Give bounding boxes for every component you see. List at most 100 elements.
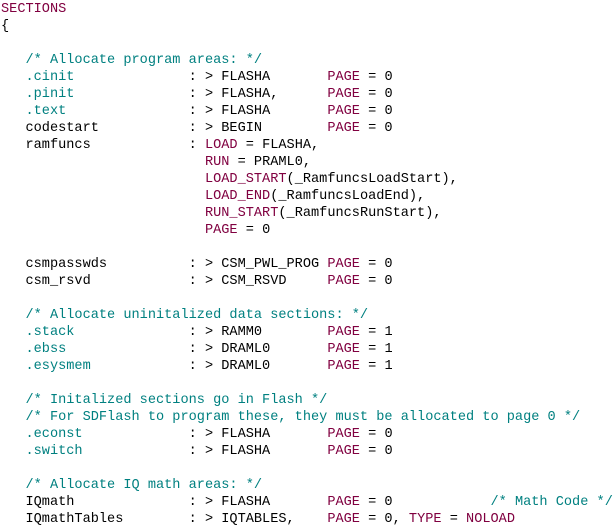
code-token: PAGE: [327, 257, 360, 272]
code-line: SECTIONS: [1, 1, 613, 18]
code-token: = 0: [359, 495, 491, 510]
code-token: .ebss: [25, 342, 67, 357]
code-line: [1, 375, 613, 392]
code-token: : > DRAML0: [66, 342, 328, 357]
code-line: csm_rsvd : > CSM_RSVD PAGE = 0: [1, 273, 613, 290]
code-line: IQmathTables : > IQTABLES, PAGE = 0, TYP…: [1, 511, 613, 528]
code-token: IQmathTables : > IQTABLES,: [1, 512, 328, 527]
code-token: .text: [25, 104, 67, 119]
code-token: .pinit: [25, 87, 75, 102]
code-token: PAGE: [327, 444, 360, 459]
code-line: .text : > FLASHA PAGE = 0: [1, 103, 613, 120]
code-token: /* Allocate uninitalized data sections: …: [1, 308, 369, 323]
code-line: RUN = PRAML0,: [1, 154, 613, 171]
code-line: /* Allocate program areas: */: [1, 52, 613, 69]
code-token: PAGE: [327, 87, 360, 102]
code-line: PAGE = 0: [1, 222, 613, 239]
code-token: : > FLASHA,: [74, 87, 328, 102]
code-token: LOAD_END: [204, 189, 271, 204]
code-token: ramfuncs :: [1, 138, 205, 153]
code-line: .pinit : > FLASHA, PAGE = 0: [1, 86, 613, 103]
code-token: PAGE: [327, 70, 360, 85]
code-token: = 0: [359, 87, 393, 102]
code-line: [1, 239, 613, 256]
code-token: (_RamfuncsLoadStart),: [286, 172, 458, 187]
code-line: .switch : > FLASHA PAGE = 0: [1, 443, 613, 460]
code-token: [1, 342, 25, 357]
code-token: : > FLASHA: [74, 70, 328, 85]
code-line: .ebss : > DRAML0 PAGE = 1: [1, 341, 613, 358]
code-token: PAGE: [327, 359, 360, 374]
code-line: /* Allocate uninitalized data sections: …: [1, 307, 613, 324]
code-line: /* For SDFlash to program these, they mu…: [1, 409, 613, 426]
code-token: = 1: [359, 325, 393, 340]
code-token: IQmath : > FLASHA: [1, 495, 328, 510]
code-token: = 0: [359, 257, 393, 272]
code-token: codestart : > BEGIN: [1, 121, 328, 136]
code-line: .stack : > RAMM0 PAGE = 1: [1, 324, 613, 341]
code-token: = 0: [359, 121, 393, 136]
code-token: [1, 189, 205, 204]
code-token: : > FLASHA: [82, 444, 328, 459]
code-token: = 0: [359, 274, 393, 289]
code-token: : > FLASHA: [82, 427, 328, 442]
code-token: LOAD_START: [204, 172, 287, 187]
code-token: RUN: [204, 155, 230, 170]
code-token: = 0: [359, 444, 393, 459]
code-token: : > RAMM0: [74, 325, 328, 340]
code-token: [1, 155, 205, 170]
code-token: TYPE: [408, 512, 442, 527]
code-line: LOAD_START(_RamfuncsLoadStart),: [1, 171, 613, 188]
code-token: SECTIONS: [1, 2, 67, 17]
code-token: [1, 359, 25, 374]
code-token: = 0,: [359, 512, 409, 527]
code-line: RUN_START(_RamfuncsRunStart),: [1, 205, 613, 222]
code-line: ramfuncs : LOAD = FLASHA,: [1, 137, 613, 154]
code-token: RUN_START: [204, 206, 279, 221]
code-token: csm_rsvd : > CSM_RSVD: [1, 274, 328, 289]
code-token: (_RamfuncsRunStart),: [278, 206, 442, 221]
code-line: /* Allocate IQ math areas: */: [1, 477, 613, 494]
code-line: [1, 35, 613, 52]
code-line: [1, 460, 613, 477]
code-token: [1, 325, 25, 340]
code-token: PAGE: [327, 427, 360, 442]
code-token: = 0: [237, 223, 271, 238]
code-line: {: [1, 18, 613, 35]
code-line: IQmath : > FLASHA PAGE = 0 /* Math Code …: [1, 494, 612, 511]
code-token: PAGE: [327, 274, 360, 289]
code-token: : > DRAML0: [90, 359, 328, 374]
code-token: .econst: [25, 427, 83, 442]
code-token: (_RamfuncsLoadEnd),: [270, 189, 426, 204]
code-token: PAGE: [327, 104, 360, 119]
code-token: LOAD: [204, 138, 238, 153]
code-token: [1, 223, 205, 238]
code-token: [1, 172, 205, 187]
code-token: [1, 206, 205, 221]
code-token: {: [1, 19, 10, 34]
code-token: [1, 427, 25, 442]
code-line: .cinit : > FLASHA PAGE = 0: [1, 69, 613, 86]
code-token: = 0: [359, 427, 393, 442]
code-token: /* For SDFlash to program these, they mu…: [1, 410, 581, 425]
code-token: [1, 87, 25, 102]
code-token: .switch: [25, 444, 83, 459]
code-token: NOLOAD: [466, 512, 515, 527]
code-token: /* Initalized sections go in Flash */: [1, 393, 328, 408]
code-token: = 1: [359, 359, 393, 374]
code-token: = PRAML0,: [229, 155, 312, 170]
code-token: PAGE: [327, 512, 360, 527]
code-token: .esysmem: [25, 359, 91, 374]
code-token: [1, 104, 25, 119]
code-token: /* Allocate program areas: */: [1, 53, 263, 68]
code-line: [1, 290, 613, 307]
code-token: [1, 70, 25, 85]
code-line: codestart : > BEGIN PAGE = 0: [1, 120, 613, 137]
code-token: csmpasswds : > CSM_PWL_PROG: [1, 257, 328, 272]
code-token: [1, 444, 25, 459]
code-line: csmpasswds : > CSM_PWL_PROG PAGE = 0: [1, 256, 613, 273]
code-line: .econst : > FLASHA PAGE = 0: [1, 426, 613, 443]
code-line: LOAD_END(_RamfuncsLoadEnd),: [1, 188, 613, 205]
